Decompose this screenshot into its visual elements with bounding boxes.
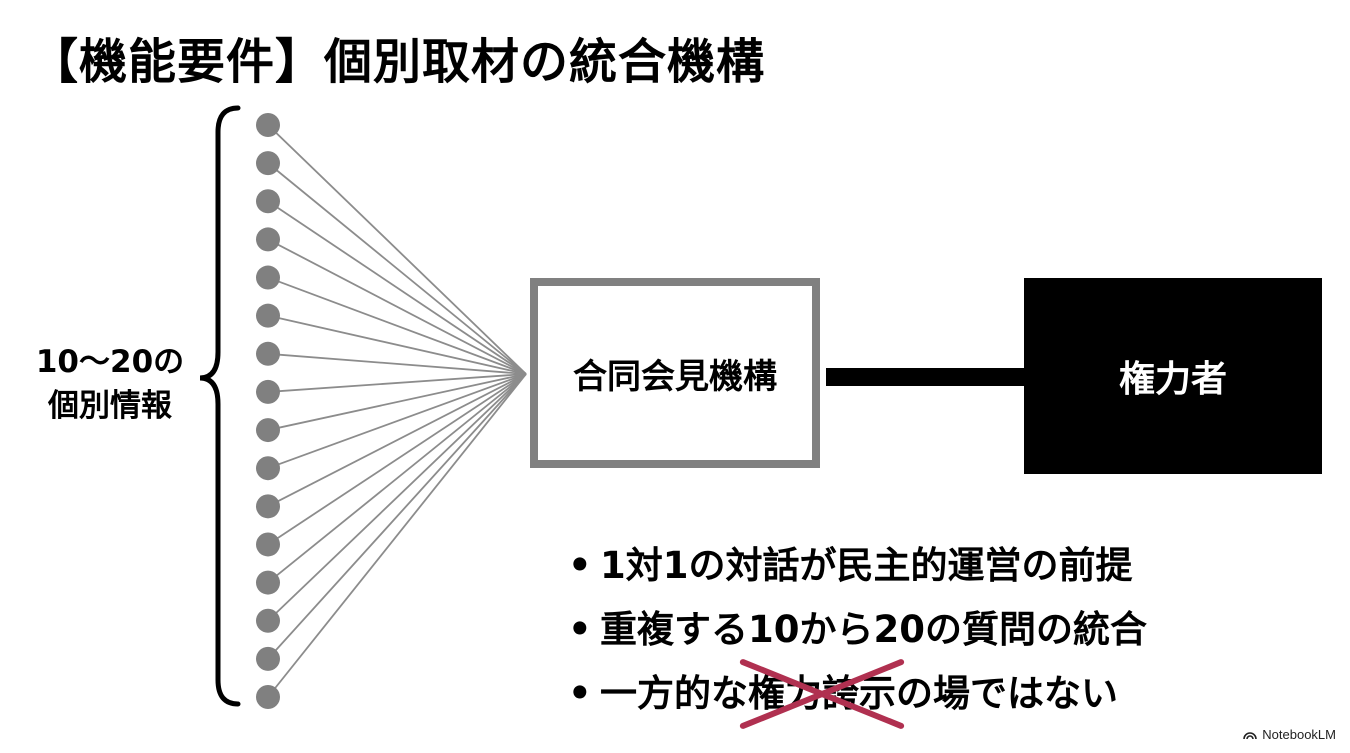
requirement-text: 重複する10から20の質問の統合 xyxy=(600,608,1147,651)
info-node xyxy=(256,418,280,443)
info-node xyxy=(256,646,280,671)
info-node xyxy=(256,379,280,404)
info-node xyxy=(256,303,280,328)
requirement-item: •重複する10から20の質問の統合 xyxy=(568,598,1147,662)
authority-label: 権力者 xyxy=(1118,359,1227,400)
bullet-dot: • xyxy=(568,608,592,651)
notebooklm-brand: NotebookLM xyxy=(1243,727,1336,742)
curly-brace xyxy=(199,105,241,707)
fan-line xyxy=(267,373,527,546)
individual-info-label: 10〜20の 個別情報 xyxy=(20,340,200,428)
fan-line xyxy=(267,352,527,375)
requirements-list: •1対1の対話が民主的運営の前提•重複する10から20の質問の統合•一方的な権力… xyxy=(568,534,1147,726)
joint-press-label: 合同会見機構 xyxy=(573,356,777,397)
requirement-text: 1対1の対話が民主的運営の前提 xyxy=(600,544,1133,587)
bullet-dot: • xyxy=(568,544,592,587)
requirement-text: 一方的な xyxy=(600,672,748,715)
fan-line xyxy=(267,162,527,375)
info-node xyxy=(256,151,280,176)
struck-phrase: 権力誇示 xyxy=(748,662,896,726)
info-node xyxy=(256,341,280,366)
bullet-dot: • xyxy=(568,672,592,715)
joint-press-box: 合同会見機構 xyxy=(530,278,820,468)
fan-line xyxy=(267,314,527,375)
individual-info-count: 10〜20の xyxy=(35,344,185,380)
info-node xyxy=(256,456,280,481)
authority-box: 権力者 xyxy=(1024,278,1322,474)
requirement-text: の場ではない xyxy=(896,672,1118,715)
fan-line xyxy=(267,373,527,584)
fan-line xyxy=(267,276,527,375)
strike-cross-icon xyxy=(736,656,908,732)
fan-line xyxy=(267,373,527,622)
info-node xyxy=(256,265,280,290)
info-node xyxy=(256,494,280,519)
fan-line xyxy=(267,124,527,375)
fan-line xyxy=(267,373,527,660)
fan-line xyxy=(267,373,527,431)
info-node xyxy=(256,685,280,709)
info-node xyxy=(256,113,280,137)
fan-lines xyxy=(267,124,527,698)
notebooklm-logo-icon xyxy=(1243,732,1258,740)
fan-line xyxy=(267,373,527,470)
fan-line xyxy=(267,373,527,393)
info-node xyxy=(256,570,280,595)
page-title: 【機能要件】個別取材の統合機構 xyxy=(30,34,766,90)
connector-bar xyxy=(826,368,1026,386)
requirement-item: •一方的な権力誇示の場ではない xyxy=(568,662,1147,726)
individual-info-text: 個別情報 xyxy=(48,388,172,424)
fan-line xyxy=(267,373,527,508)
info-node xyxy=(256,227,280,252)
info-node xyxy=(256,189,280,214)
requirement-item: •1対1の対話が民主的運営の前提 xyxy=(568,534,1147,598)
info-node xyxy=(256,608,280,633)
fan-line xyxy=(267,373,527,698)
brand-text: NotebookLM xyxy=(1262,727,1336,742)
info-nodes xyxy=(256,113,280,709)
info-node xyxy=(256,532,280,557)
fan-line xyxy=(267,238,527,375)
fan-line xyxy=(267,200,527,375)
